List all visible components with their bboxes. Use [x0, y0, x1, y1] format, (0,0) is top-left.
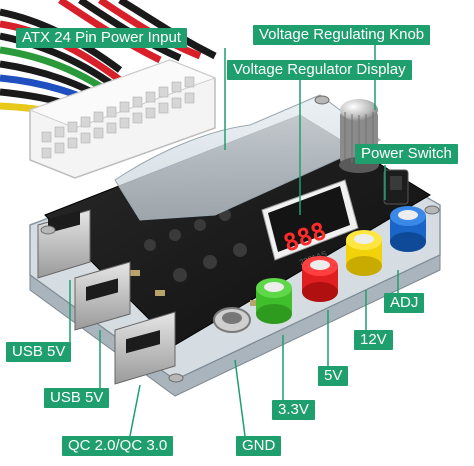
label-gnd: GND: [236, 436, 282, 456]
terminal-12v[interactable]: [346, 230, 382, 276]
terminal-5v[interactable]: [302, 256, 338, 302]
terminal-gnd[interactable]: [213, 307, 251, 333]
terminal-adj[interactable]: [390, 206, 426, 252]
usb-port-2[interactable]: [74, 261, 131, 331]
atx-connector: [28, 59, 217, 179]
label-voltage-knob: Voltage Regulating Knob: [253, 25, 431, 45]
label-5v: 5V: [318, 366, 349, 386]
label-3v3: 3.3V: [272, 400, 315, 420]
power-switch[interactable]: [383, 169, 409, 205]
label-qc: QC 2.0/QC 3.0: [62, 436, 174, 456]
label-usb-5v-2: USB 5V: [44, 388, 110, 408]
qc-port[interactable]: [114, 311, 176, 385]
label-power-switch: Power Switch: [355, 144, 458, 164]
label-atx-input: ATX 24 Pin Power Input: [16, 28, 187, 48]
standoff-posts: [40, 95, 440, 383]
label-adj: ADJ: [384, 293, 425, 313]
label-usb-5v-1: USB 5V: [6, 342, 72, 362]
label-voltage-display: Voltage Regulator Display: [227, 60, 412, 80]
terminal-3v3[interactable]: [256, 278, 292, 324]
label-12v: 12V: [354, 330, 393, 350]
